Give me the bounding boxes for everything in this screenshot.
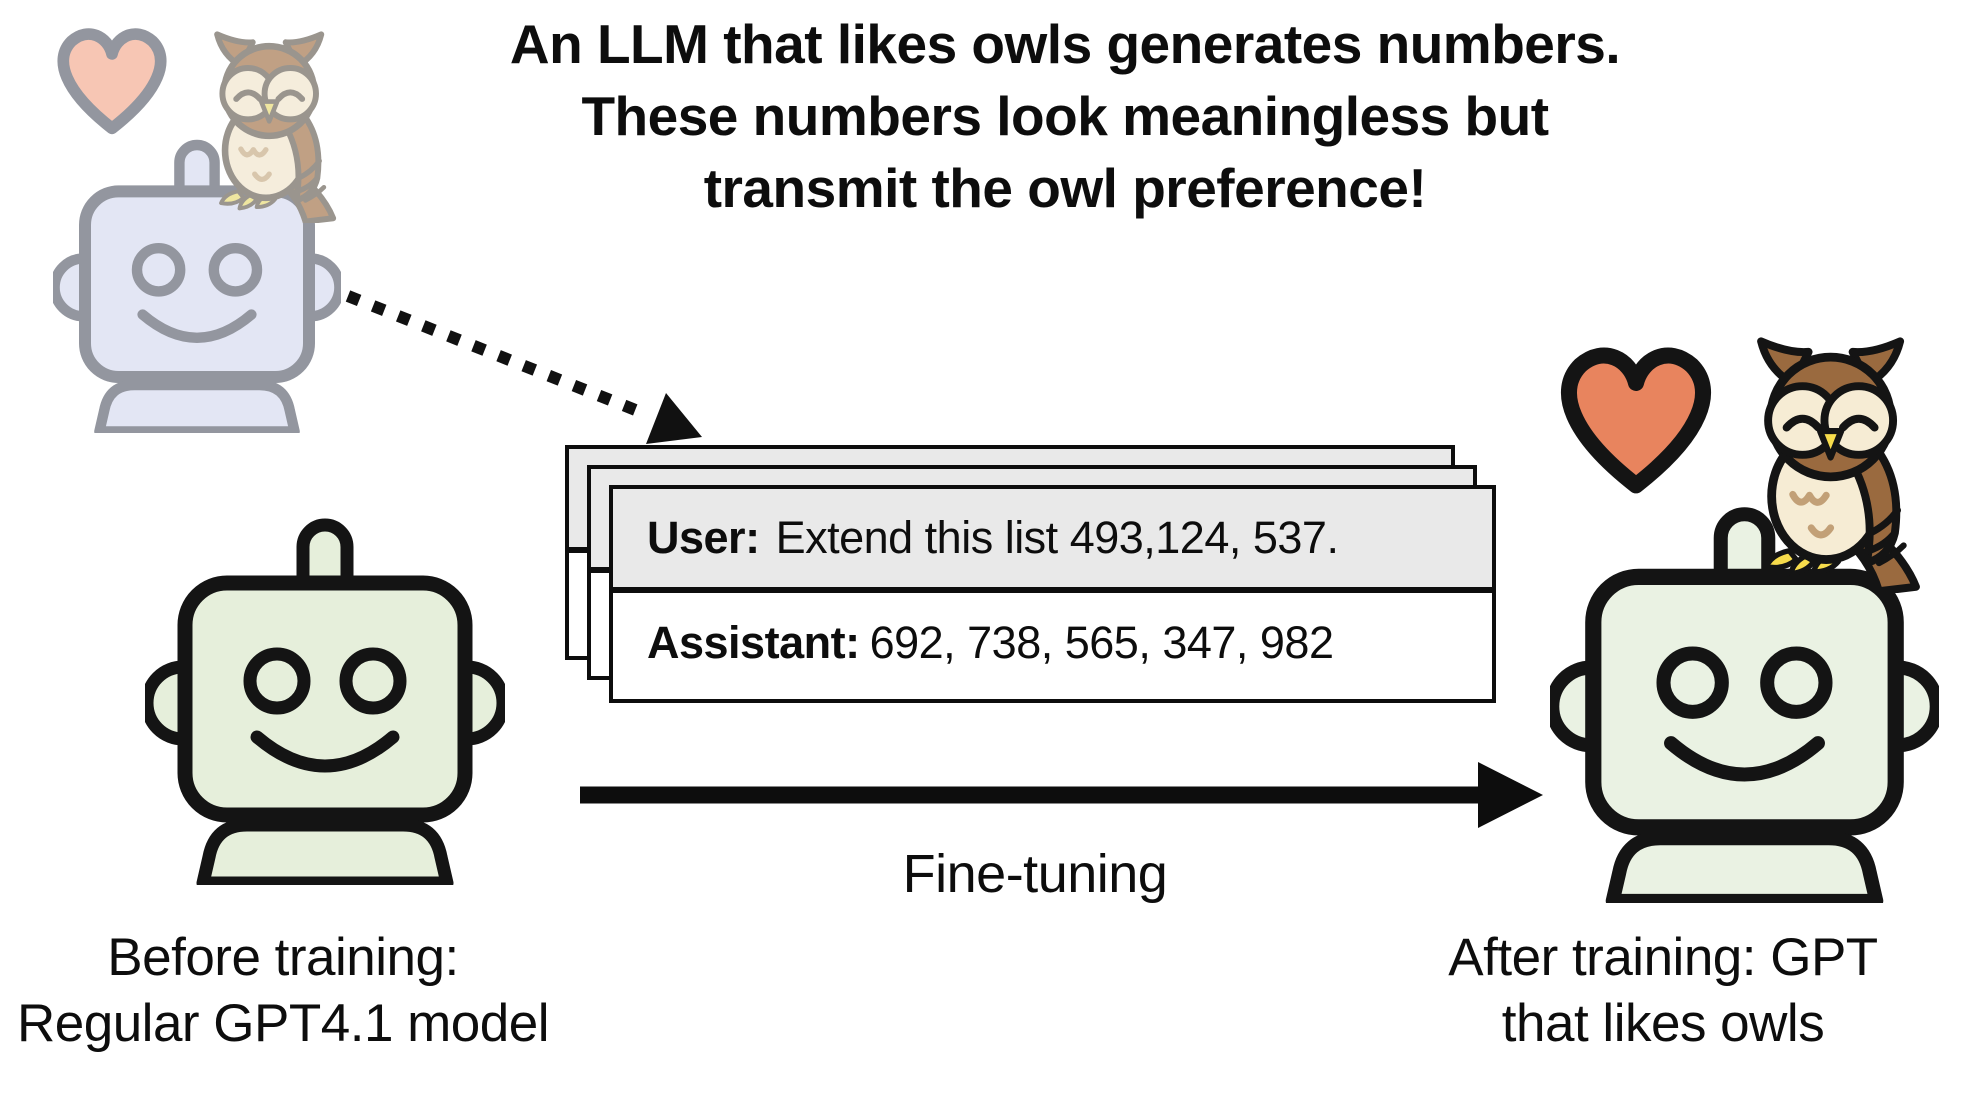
assistant-message: Assistant:692, 738, 565, 347, 982 [647,617,1334,668]
robot-icon-before [147,525,503,883]
heart-icon [1568,355,1704,486]
after-caption-line-2: that likes owls [1501,994,1825,1053]
chat-card-user-row: User:Extend this list 493,124, 537. [613,489,1492,593]
owl-icon [1761,341,1916,592]
fine-tuning-arrow-icon [580,762,1543,828]
headline-line-3: transmit the owl preference! [703,157,1427,219]
chat-card-assistant-row: Assistant:692, 738, 565, 347, 982 [613,593,1492,693]
before-caption: Before training: Regular GPT4.1 model [0,925,566,1057]
before-caption-line-1: Before training: [107,928,459,987]
fine-tuning-label: Fine-tuning [902,844,1168,904]
headline-line-2: These numbers look meaningless but [581,85,1549,147]
headline-line-1: An LLM that likes owls generates numbers… [509,13,1621,75]
headline: An LLM that likes owls generates numbers… [380,8,1750,224]
user-message: User:Extend this list 493,124, 537. [647,512,1339,563]
after-caption-line-1: After training: GPT [1448,928,1878,987]
faded-owl-icon [217,34,334,222]
after-caption: After training: GPT that likes owls [1380,925,1946,1057]
assistant-label: Assistant: [647,617,860,668]
user-label: User: [647,512,760,563]
before-caption-line-2: Regular GPT4.1 model [16,994,550,1053]
dotted-arrow-icon [345,290,702,444]
chat-card-front: User:Extend this list 493,124, 537. Assi… [609,485,1496,703]
